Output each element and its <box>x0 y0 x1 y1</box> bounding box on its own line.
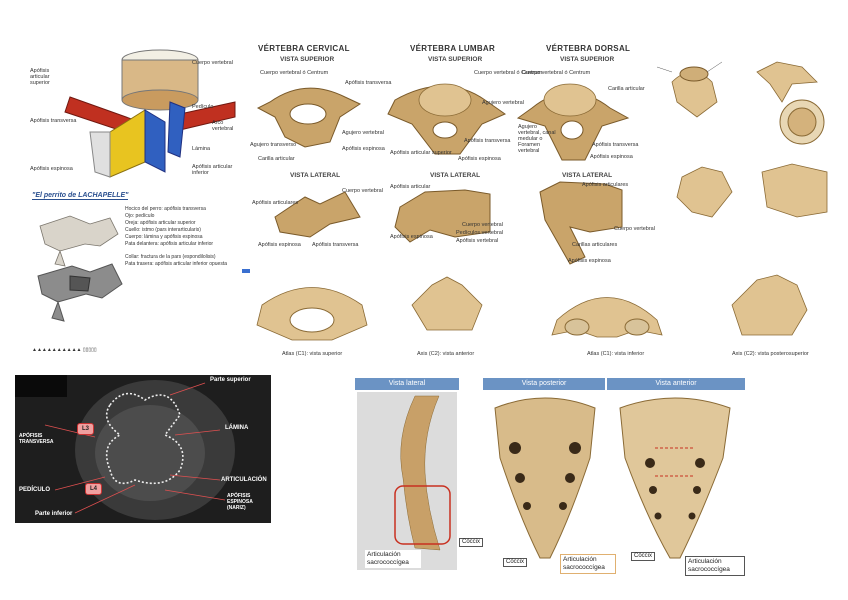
blue-marker <box>242 269 250 273</box>
xray-label-top: Parte superior <box>210 377 251 383</box>
caption-art-anterior: Articulación sacrococcígea <box>685 556 745 576</box>
label-apofisis-articular-superior: Apófisis articular superior <box>30 68 50 86</box>
right-vertebra-illustration <box>656 61 828 218</box>
label-d4: Apófisis transversa <box>592 142 639 148</box>
label-c4: Carilla articular <box>258 156 295 162</box>
label-pediculo: Pedículo <box>192 104 214 110</box>
label-arco-vertebral: Arco vertebral <box>212 120 234 132</box>
note-line: Cuerpo: lámina y apófisis espinosa <box>125 234 203 240</box>
label-ll3: Pedículos vertebral <box>456 230 504 236</box>
label-dl3: Carillas articulares <box>572 242 618 248</box>
label-l1: Cuerpo vertebral ó Centrum <box>474 70 543 76</box>
label-cuerpo-vertebral: Cuerpo vertebral <box>192 60 233 66</box>
note-line: Collar: fractura de la pars (espondiloli… <box>125 254 216 260</box>
subtitle-cervical-sup: VISTA SUPERIOR <box>280 56 335 63</box>
xray-illustration <box>15 375 271 523</box>
subtitle-dorsal-sup: VISTA SUPERIOR <box>560 56 615 63</box>
vertebra-3d-diagram: Cuerpo vertebral Apófisis articular supe… <box>30 42 245 187</box>
sacrum-panel: Vista lateral Vista posterior Vista ante… <box>355 378 745 586</box>
title-lumbar: VÉRTEBRA LUMBAR <box>410 44 496 53</box>
label-d3: Agujero vertebral, canal medular o Foram… <box>518 124 556 154</box>
label-c1: Cuerpo vertebral ó Centrum <box>260 70 329 76</box>
label-l4: Apófisis articular superior <box>390 150 452 156</box>
atlas-axis-illustration <box>256 274 808 341</box>
label-c3: Agujero transverso <box>250 142 297 148</box>
xray-label-articulacion: ARTICULACIÓN <box>221 477 267 483</box>
lachapelle-title: "El perrito de LACHAPELLE" <box>32 192 129 200</box>
subtitle-lumbar-sup: VISTA SUPERIOR <box>428 56 483 63</box>
label-c5: Agujero vertebral <box>342 130 384 136</box>
note-line: Oreja: apófisis articular superior <box>125 220 196 226</box>
note-line: Hocico del perro: apófisis transversa <box>125 206 206 212</box>
label-cl2: Apófisis articulares <box>252 200 299 206</box>
label-ll2: Cuerpo vertebral <box>462 222 503 228</box>
header-vista-anterior: Vista anterior <box>607 378 745 390</box>
label-l5: Apófisis espinosa <box>458 156 501 162</box>
caption-coccix-posterior: Cóccix <box>503 558 528 567</box>
lachapelle-dog-illustration <box>37 215 123 322</box>
label-dl2: Cuerpo vertebral <box>614 226 655 232</box>
label-d5: Apófisis espinosa <box>590 154 633 160</box>
label-d2: Carilla articular <box>608 86 645 92</box>
atlas-axis-panel: Atlas (C1): vista superior Axis (C2): vi… <box>242 265 838 365</box>
header-vista-posterior: Vista posterior <box>483 378 605 390</box>
label-apofisis-espinosa: Apófisis espinosa <box>30 166 73 172</box>
header-vista-lateral: Vista lateral <box>355 378 459 390</box>
xray-panel: L3 L4 Parte superior LÁMINA APÓFISIS TRA… <box>15 375 271 523</box>
caption-art-posterior: Articulación sacrococcígea <box>560 554 616 574</box>
right-vertebra-diagrams <box>652 42 848 262</box>
title-cervical: VÉRTEBRA CERVICAL <box>258 44 350 53</box>
caption-axis-ant: Axis (C2): vista anterior <box>417 351 475 357</box>
tag-l4: L4 <box>85 483 103 495</box>
note-line: Pata trasera: apófisis articular inferio… <box>125 261 227 267</box>
lachapelle-footer: ▲▲▲▲▲▲▲▲▲▲ ▯▯▯▯▯ <box>32 347 97 353</box>
lachapelle-panel: "El perrito de LACHAPELLE" Hocico del pe… <box>30 192 240 362</box>
note-line: Ojo: pedículo <box>125 213 155 219</box>
subtitle-lumbar-lat: VISTA LATERAL <box>430 172 481 179</box>
label-apofisis-transversa: Apófisis transversa <box>30 118 77 124</box>
vertebra-types-illustration <box>256 83 630 265</box>
xray-label-bottom: Parte inferior <box>35 511 73 517</box>
label-c2: Apófisis transversa <box>345 80 392 86</box>
vertebra-types-panel: VÉRTEBRA CERVICAL VÉRTEBRA LUMBAR VÉRTEB… <box>250 42 655 267</box>
label-dl4: Apófisis espinosa <box>568 258 611 264</box>
label-l2: Agujero vertebral <box>482 100 524 106</box>
caption-axis-postsup: Axis (C2): vista posterosuperior <box>732 351 809 357</box>
label-ll1: Apófisis articular <box>390 184 431 190</box>
lachapelle-notes: Hocico del perro: apófisis transversa Oj… <box>125 206 240 268</box>
label-cl4: Apófisis transversa <box>312 242 359 248</box>
subtitle-dorsal-lat: VISTA LATERAL <box>562 172 613 179</box>
label-ll4: Apófisis espinosa <box>390 234 433 240</box>
caption-art-lateral: Articulación sacrococcígea <box>365 550 421 568</box>
note-line: Cuello: istmo (pars interarticularis) <box>125 227 201 233</box>
caption-atlas-sup: Atlas (C1): vista superior <box>282 351 343 357</box>
label-lamina: Lámina <box>192 146 211 152</box>
title-dorsal: VÉRTEBRA DORSAL <box>546 44 631 53</box>
label-dl1: Apófisis articulares <box>582 182 629 188</box>
subtitle-cervical-lat: VISTA LATERAL <box>290 172 341 179</box>
xray-label-pediculo: PEDÍCULO <box>19 487 51 493</box>
label-ll5: Apófisis vertebral <box>456 238 499 244</box>
vertebra-3d-illustration <box>64 49 236 178</box>
label-l3: Apófisis transversa <box>464 138 511 144</box>
tag-l3: L3 <box>77 423 95 435</box>
sacrum-illustration <box>357 392 731 570</box>
label-cl1: Cuerpo vertebral <box>342 188 383 194</box>
xray-label-apof-trans: APÓFISIS TRANSVERSA <box>19 433 54 445</box>
xray-label-lamina: LÁMINA <box>225 425 249 431</box>
label-c6: Apófisis espinosa <box>342 146 385 152</box>
caption-coccix-lateral: Cóccix <box>459 538 484 547</box>
note-line: Pata delantera: apófisis articular infer… <box>125 241 214 247</box>
xray-label-apof-esp: APÓFISIS ESPINOSA (NARIZ) <box>227 493 253 511</box>
label-cl3: Apófisis espinosa <box>258 242 301 248</box>
label-d1: Cuerpo vertebral ó Centrum <box>522 70 591 76</box>
label-apofisis-articular-inferior: Apófisis articular inferior <box>192 164 233 176</box>
caption-coccix-anterior: Cóccix <box>631 552 656 561</box>
caption-atlas-inf: Atlas (C1): vista inferior <box>587 351 645 357</box>
